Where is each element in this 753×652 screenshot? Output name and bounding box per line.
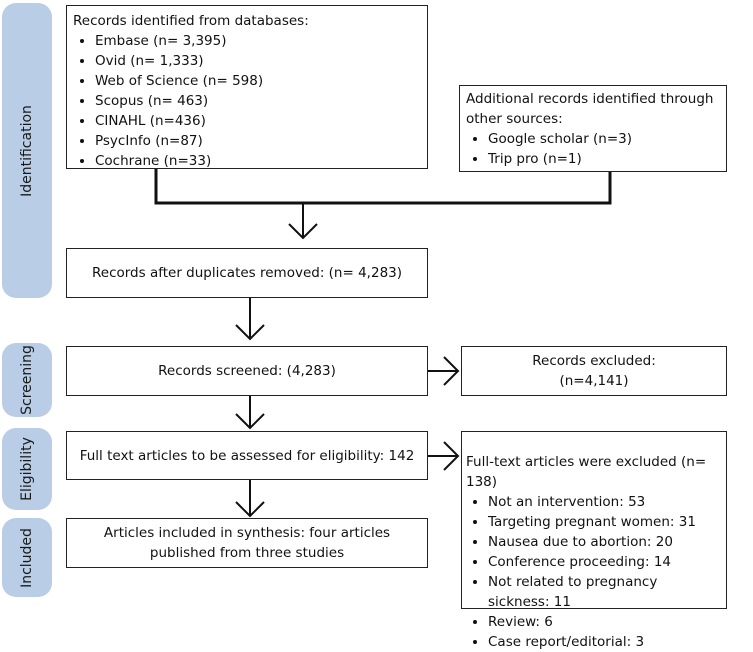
phase-eligibility: Eligibility xyxy=(2,428,52,510)
phase-included-label: Included xyxy=(19,527,35,588)
merge-connector xyxy=(154,169,612,205)
databases-list: Embase (n= 3,395) Ovid (n= 1,333) Web of… xyxy=(73,31,421,171)
fulltext-excluded-title: Full-text articles were excluded (n= 138… xyxy=(466,454,707,490)
other-sources-box: Additional records identified through ot… xyxy=(459,85,727,172)
phase-screening: Screening xyxy=(2,343,52,417)
list-item: Cochrane (n=33) xyxy=(95,151,421,171)
fulltext-excluded-list: Not an intervention: 53 Targeting pregna… xyxy=(466,492,722,652)
screened-box: Records screened: (4,283) xyxy=(66,346,428,396)
fulltext-excluded-box: Full-text articles were excluded (n= 138… xyxy=(461,431,727,650)
included-line2: published from three studies xyxy=(149,545,345,561)
arrowhead-duplicates xyxy=(288,223,318,240)
screened-text: Records screened: (4,283) xyxy=(158,363,336,379)
other-sources-title: Additional records identified through ot… xyxy=(466,91,714,127)
arrowhead-excluded xyxy=(443,356,460,386)
fulltext-text: Full text articles to be assessed for el… xyxy=(79,447,415,464)
list-item: Not related to pregnancy sickness: 11 xyxy=(488,572,722,612)
list-item: Ovid (n= 1,333) xyxy=(95,51,421,71)
list-item: Embase (n= 3,395) xyxy=(95,31,421,51)
list-item: PsycInfo (n=87) xyxy=(95,131,421,151)
list-item: Scopus (n= 463) xyxy=(95,91,421,111)
databases-title: Records identified from databases: xyxy=(73,13,309,29)
phase-identification: Identification xyxy=(2,3,52,298)
list-item: Nausea due to abortion: 20 xyxy=(488,532,722,552)
list-item: Targeting pregnant women: 31 xyxy=(488,512,722,532)
included-box: Articles included in synthesis: four art… xyxy=(66,518,428,568)
duplicates-removed-text: Records after duplicates removed: (n= 4,… xyxy=(91,265,403,281)
duplicates-removed-box: Records after duplicates removed: (n= 4,… xyxy=(66,248,428,298)
fulltext-box: Full text articles to be assessed for el… xyxy=(66,431,428,480)
arrowhead-fulltext-excluded xyxy=(443,441,460,471)
phase-included: Included xyxy=(2,518,52,597)
included-line1: Articles included in synthesis: four art… xyxy=(103,525,391,541)
list-item: Web of Science (n= 598) xyxy=(95,71,421,91)
arrowhead-fulltext xyxy=(235,413,265,430)
list-item: Conference proceeding: 14 xyxy=(488,552,722,572)
prisma-flow-diagram: Identification Screening Eligibility Inc… xyxy=(0,0,753,625)
phase-screening-label: Screening xyxy=(19,345,35,415)
arrowhead-screened xyxy=(235,324,265,341)
other-sources-list: Google scholar (n=3) Trip pro (n=1) xyxy=(466,129,720,169)
databases-box: Records identified from databases: Embas… xyxy=(66,5,428,169)
list-item: Not an intervention: 53 xyxy=(488,492,722,512)
list-item: Case report/editorial: 3 xyxy=(488,632,722,652)
arrowhead-included xyxy=(235,501,265,518)
excluded-line1: Records excluded: xyxy=(532,353,656,369)
excluded-box: Records excluded: (n=4,141) xyxy=(461,346,727,396)
phase-identification-label: Identification xyxy=(19,104,35,197)
phase-eligibility-label: Eligibility xyxy=(19,437,35,501)
list-item: Trip pro (n=1) xyxy=(488,149,720,169)
list-item: CINAHL (n=436) xyxy=(95,111,421,131)
list-item: Review: 6 xyxy=(488,612,722,632)
list-item: Google scholar (n=3) xyxy=(488,129,720,149)
excluded-line2: (n=4,141) xyxy=(559,373,629,389)
